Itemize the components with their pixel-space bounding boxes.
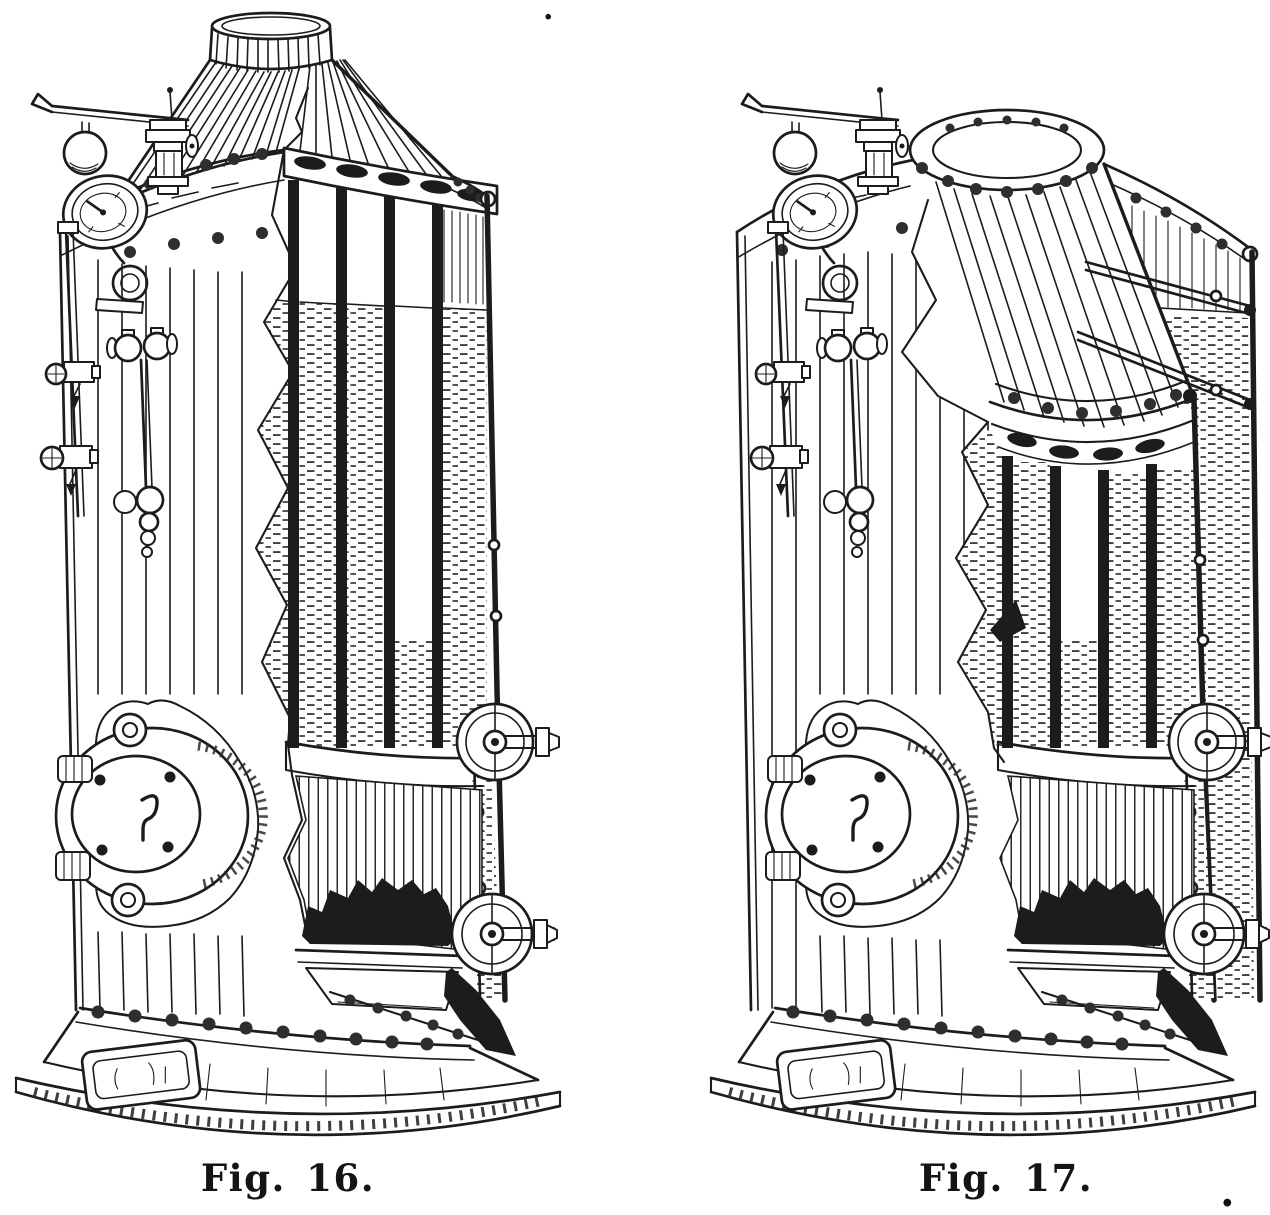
fig16-fire-door	[56, 700, 263, 926]
fig16-water-line	[275, 299, 487, 311]
fig16-gauge-and-safety-fittings	[30, 85, 200, 559]
fig16-chimney-collar	[208, 11, 334, 73]
fig17-cutaway-water-and-tubes	[900, 198, 1217, 1003]
fig16-cut-edge	[254, 148, 308, 932]
fig17-inclined-uptake	[902, 162, 1196, 428]
figure-caption-16: Fig. 16.	[200, 1156, 376, 1200]
fig17-stay-rods	[1076, 260, 1256, 410]
fig17-back-tubes-and-water	[1101, 162, 1259, 1000]
fig17-cut-edge	[900, 198, 1006, 764]
fig16-cutaway-water-and-tubes	[254, 148, 487, 932]
fig17-boiler-illustration	[711, 85, 1270, 1135]
fig16-tube-plate	[282, 146, 499, 216]
fig17-lower-flange-and-tube-plate	[988, 378, 1197, 465]
fig16-boiler-illustration	[16, 11, 560, 1135]
fig17-flared-base	[711, 1006, 1255, 1135]
fig17-ink-smudge	[990, 600, 1026, 642]
fig17-gauge-and-safety-fittings	[740, 85, 910, 559]
fig17-shell-cut-edge-right	[1249, 249, 1263, 1003]
figure-caption-17: Fig. 17.	[918, 1156, 1094, 1200]
fig17-top-ring	[908, 108, 1106, 198]
fig17-fire-door	[766, 700, 973, 926]
fig17-shell	[735, 158, 989, 1017]
fig16-hood-tear-edge	[282, 86, 310, 152]
